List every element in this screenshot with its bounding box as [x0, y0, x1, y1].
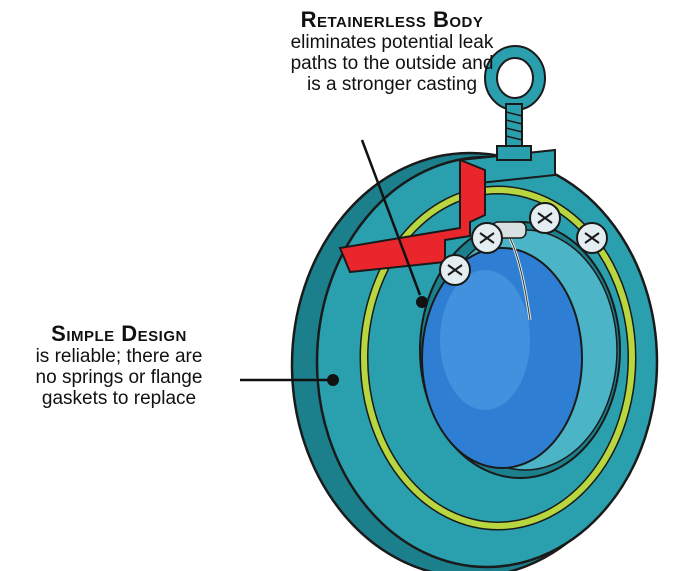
screw-icon [440, 255, 470, 285]
callout-title: Retainerless Body [232, 8, 552, 32]
callout-line: no springs or flange [0, 367, 238, 388]
callout-title: Simple Design [0, 322, 238, 346]
callout-line: eliminates potential leak [232, 32, 552, 53]
leader-dot-simple [327, 374, 339, 386]
callout-simple-design: Simple Design is reliable; there are no … [0, 322, 238, 409]
screw-icon [577, 223, 607, 253]
leader-dot-retainerless [416, 296, 428, 308]
callout-line: paths to the outside and [232, 53, 552, 74]
screw-icon [530, 203, 560, 233]
screw-icon [472, 223, 502, 253]
callout-line: is a stronger casting [232, 74, 552, 95]
callout-retainerless-body: Retainerless Body eliminates potential l… [232, 8, 552, 95]
callout-line: is reliable; there are [0, 346, 238, 367]
callout-line: gaskets to replace [0, 388, 238, 409]
